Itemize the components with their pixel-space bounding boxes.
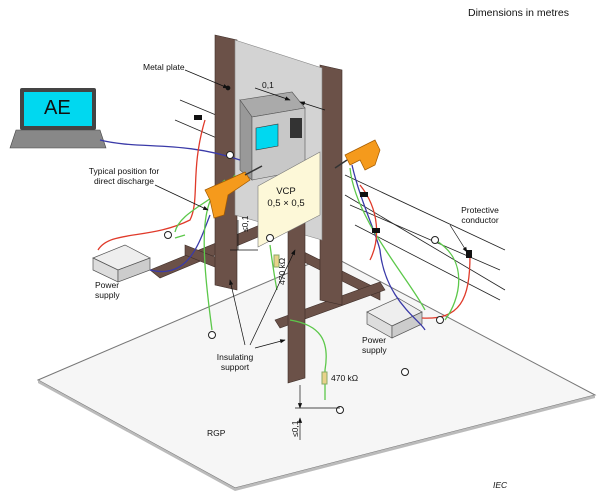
label-line: supply [362,345,387,355]
reference-ground-plane [36,254,597,489]
label-line: support [220,362,250,372]
laptop-screen-text: AE [44,97,71,119]
esd-generator-gun-right [334,139,381,171]
resistor-vcp [273,254,280,268]
vertical-coupling-plane [257,151,321,248]
label-line: Typical position for [88,166,160,176]
units-note: Dimensions in metres [468,7,569,19]
esd-generator-gun-left [204,165,263,219]
label-line: Protective [461,205,499,215]
label-line: Power [362,335,387,345]
label-dim-plate-gap: 0,1 [262,80,274,90]
ground-connection-points [164,151,444,414]
label-line: Insulating [216,352,254,362]
label-resistor-ground: 470 kΩ [331,373,359,383]
ferrite-clamps [194,115,472,258]
auxiliary-equipment-laptop [9,88,107,149]
label-line: supply [95,290,120,300]
label-line: direct discharge [93,176,154,186]
cables [97,119,471,400]
label-dim-vcp-height: ≤0,1 [240,215,250,232]
label-vcp-title: VCP [276,186,296,197]
label-vcp-size: 0,5 × 0,5 [267,198,305,209]
label-dim-ground-height: ≤0,1 [290,420,300,437]
resistor-ground [321,371,328,385]
label-line: conductor [461,215,499,225]
label-resistor-vcp: 470 kΩ [277,257,287,285]
label-line: Power [95,280,120,290]
label-metal-plate: Metal plate [143,62,185,72]
power-supply-box-left [92,244,151,283]
label-ground-plane: RGP [207,428,226,438]
iec-mark: IEC [493,480,508,490]
